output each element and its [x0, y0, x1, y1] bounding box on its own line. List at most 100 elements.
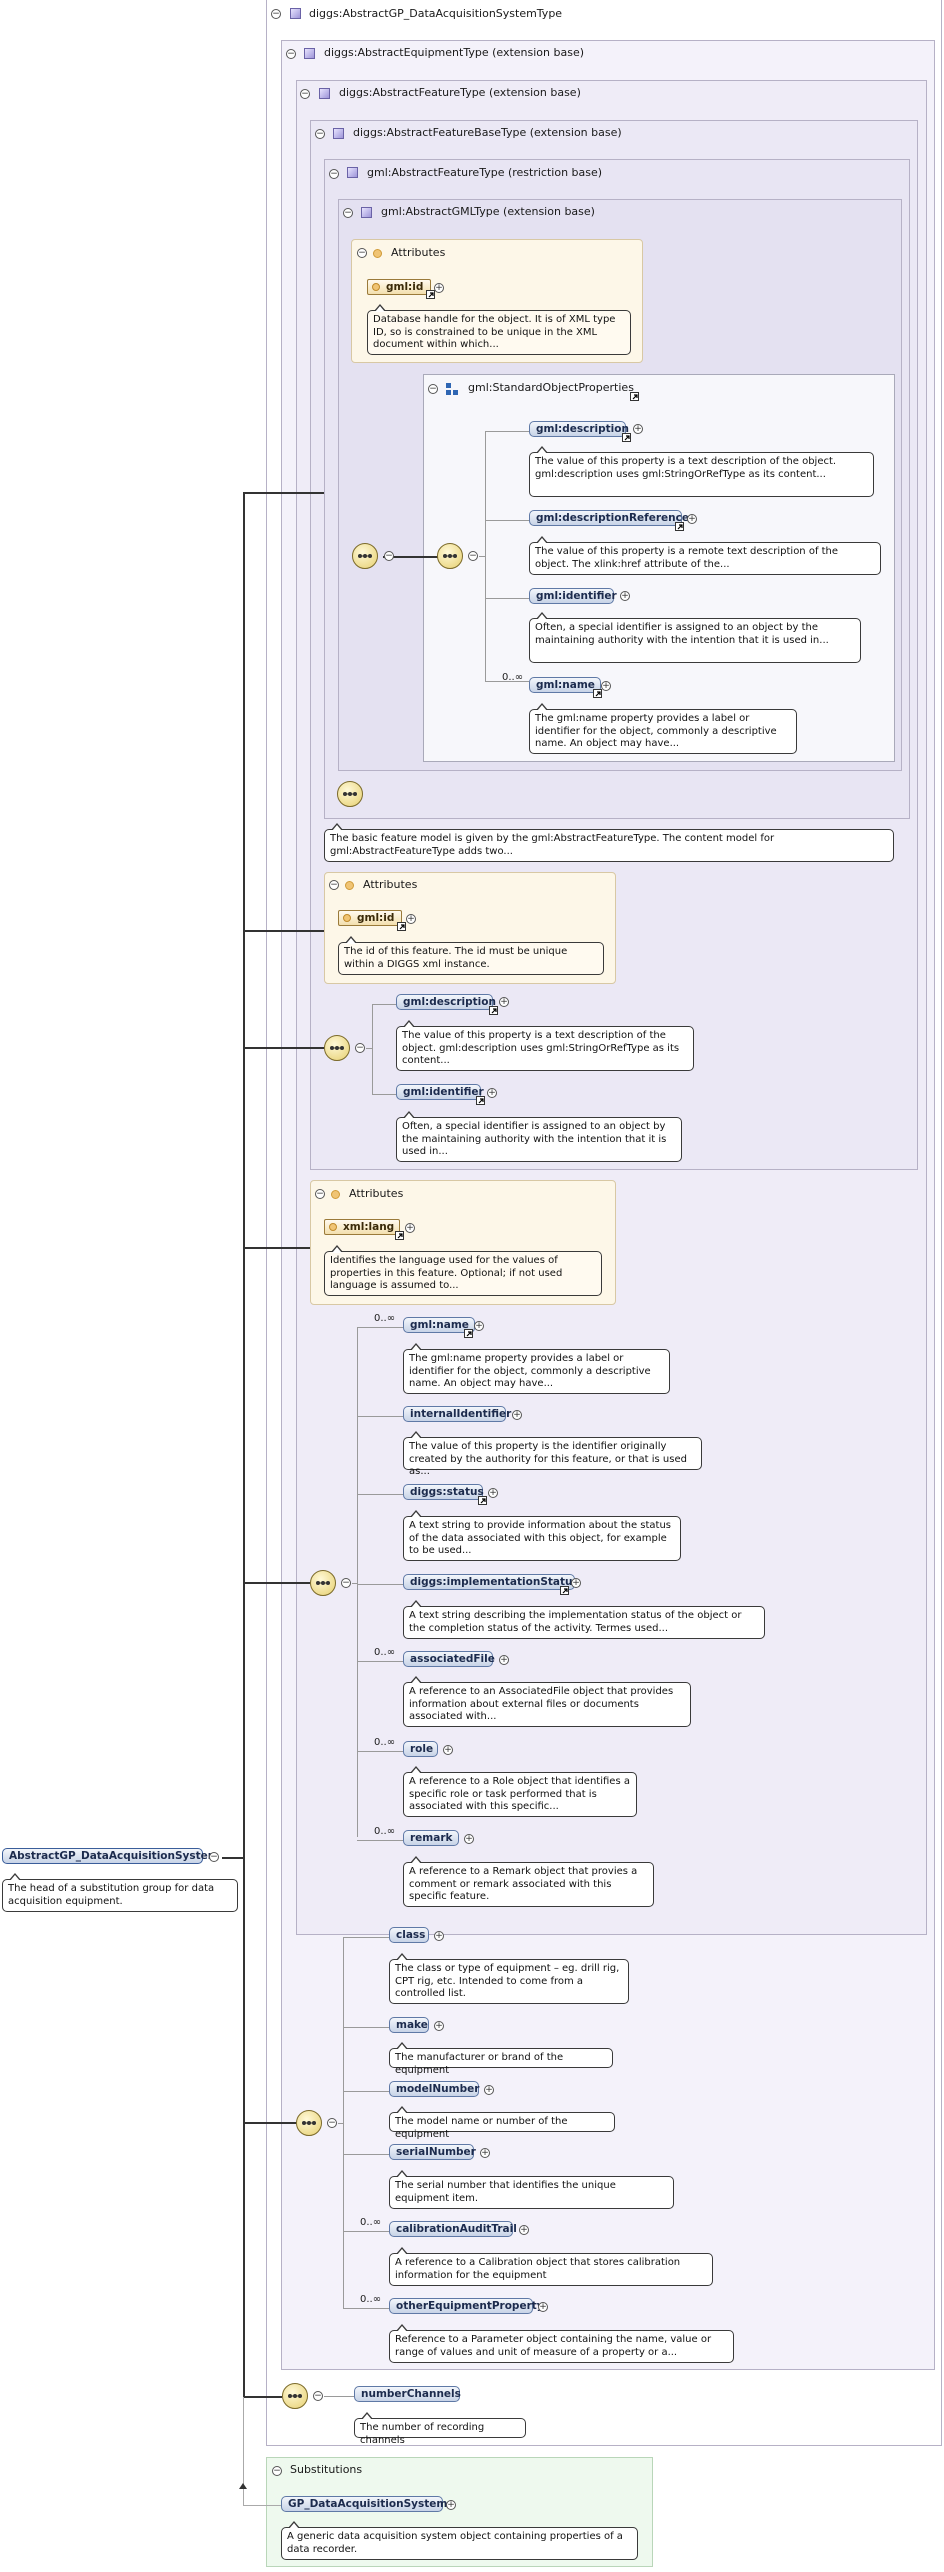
element-documentation: The gml:name property provides a label o…	[529, 703, 797, 754]
element-gml-description[interactable]: gml:description	[529, 421, 629, 437]
link-icon[interactable]	[397, 922, 406, 931]
element-documentation: The manufacturer or brand of the equipme…	[389, 2042, 613, 2076]
expand-icon[interactable]: +	[480, 2148, 490, 2158]
expand-icon[interactable]: +	[633, 424, 643, 434]
link-icon[interactable]	[464, 1329, 473, 1338]
expand-icon[interactable]: +	[434, 283, 444, 293]
element-label: diggs:status	[410, 1486, 484, 1498]
element-calibrationaudittrail[interactable]: calibrationAuditTrail	[389, 2221, 517, 2237]
expand-icon[interactable]: +	[620, 591, 630, 601]
link-icon[interactable]	[478, 1496, 487, 1505]
connector-line	[485, 431, 529, 432]
element-label: role	[410, 1743, 434, 1755]
expand-icon[interactable]: +	[474, 1321, 484, 1331]
element-gml-description[interactable]: gml:description	[396, 994, 496, 1010]
expand-icon[interactable]: +	[687, 514, 697, 524]
element-numberchannels[interactable]: numberChannels	[354, 2386, 461, 2402]
expand-icon[interactable]: +	[434, 2021, 444, 2031]
element-make[interactable]: make	[389, 2017, 429, 2033]
element-serialnumber[interactable]: serialNumber	[389, 2144, 476, 2160]
link-icon[interactable]	[675, 522, 684, 531]
element-internalidentifier[interactable]: internalIdentifier	[403, 1406, 511, 1422]
element-diggs-status[interactable]: diggs:status	[403, 1484, 484, 1500]
link-icon[interactable]	[622, 433, 631, 442]
expand-icon[interactable]: +	[405, 1223, 415, 1233]
element-modelnumber[interactable]: modelNumber	[389, 2081, 479, 2097]
expand-icon[interactable]: +	[487, 1088, 497, 1098]
attribute-gml-id[interactable]: gml:id	[367, 279, 431, 295]
element-label: gml:identifier	[403, 1086, 484, 1098]
expand-icon[interactable]: +	[434, 1931, 444, 1941]
connector-line	[243, 2122, 296, 2124]
link-icon[interactable]	[560, 1586, 569, 1595]
collapse-toggle[interactable]: −	[355, 1043, 365, 1053]
element-role[interactable]: role	[403, 1741, 438, 1757]
connector-line	[485, 598, 529, 599]
expand-icon[interactable]: +	[519, 2225, 529, 2235]
element-class[interactable]: class	[389, 1927, 429, 1943]
collapse-toggle[interactable]: −	[209, 1852, 219, 1862]
collapse-toggle[interactable]: −	[468, 551, 478, 561]
collapse-toggle[interactable]: −	[357, 248, 367, 258]
element-otherequipmentproperty[interactable]: otherEquipmentProperty	[389, 2298, 544, 2314]
element-associatedfile[interactable]: associatedFile	[403, 1651, 495, 1667]
expand-icon[interactable]: +	[512, 1410, 522, 1420]
element-label: gml:name	[536, 679, 595, 691]
element-remark[interactable]: remark	[403, 1830, 459, 1846]
element-documentation: The class or type of equipment – eg. dri…	[389, 1953, 629, 2004]
element-label: internalIdentifier	[410, 1408, 512, 1420]
element-gml-name[interactable]: gml:name	[403, 1317, 475, 1333]
expand-icon[interactable]: +	[446, 2500, 456, 2510]
attribute-icon	[331, 1190, 340, 1199]
root-element[interactable]: AbstractGP_DataAcquisitionSystem	[2, 1848, 219, 1864]
expand-icon[interactable]: +	[488, 1488, 498, 1498]
element-label: gml:identifier	[536, 590, 617, 602]
collapse-toggle[interactable]: −	[329, 880, 339, 890]
element-gp-dataacquisitionsystem[interactable]: GP_DataAcquisitionSystem	[281, 2496, 447, 2512]
collapse-toggle[interactable]: −	[343, 208, 353, 218]
link-icon[interactable]	[476, 1096, 485, 1105]
expand-icon[interactable]: +	[601, 681, 611, 691]
attribute-gml-id[interactable]: gml:id	[338, 910, 402, 926]
multiplicity-label: 0..∞	[502, 672, 524, 683]
connector-line	[243, 2396, 282, 2398]
element-gml-descriptionreference[interactable]: gml:descriptionReference	[529, 510, 689, 526]
element-label: numberChannels	[361, 2388, 461, 2400]
attributes-title: Attributes	[363, 878, 418, 891]
expand-icon[interactable]: +	[443, 1745, 453, 1755]
link-icon[interactable]	[630, 392, 639, 401]
collapse-toggle[interactable]: −	[384, 551, 394, 561]
element-gml-name[interactable]: gml:name	[529, 677, 601, 693]
expand-icon[interactable]: +	[571, 1578, 581, 1588]
expand-icon[interactable]: +	[464, 1834, 474, 1844]
collapse-toggle[interactable]: −	[300, 89, 310, 99]
element-gml-identifier[interactable]: gml:identifier	[529, 588, 617, 604]
link-icon[interactable]	[395, 1231, 404, 1240]
connector-line	[357, 1327, 403, 1328]
collapse-toggle[interactable]: −	[313, 2391, 323, 2401]
link-icon[interactable]	[489, 1006, 498, 1015]
collapse-toggle[interactable]: −	[327, 2118, 337, 2128]
expand-icon[interactable]: +	[484, 2085, 494, 2095]
type-title: diggs:AbstractGP_DataAcquisitionSystemTy…	[309, 7, 563, 20]
connector-line	[243, 492, 324, 494]
collapse-toggle[interactable]: −	[329, 169, 339, 179]
connector-line	[243, 1582, 310, 1584]
expand-icon[interactable]: +	[499, 1655, 509, 1665]
collapse-toggle[interactable]: −	[315, 1189, 325, 1199]
attribute-xml-lang[interactable]: xml:lang	[324, 1219, 400, 1235]
link-icon[interactable]	[426, 290, 435, 299]
expand-icon[interactable]: +	[406, 914, 416, 924]
connector-line	[357, 1494, 403, 1495]
collapse-toggle[interactable]: −	[341, 1578, 351, 1588]
element-diggs-implementationstatus[interactable]: diggs:implementationStatus	[403, 1574, 579, 1590]
collapse-toggle[interactable]: −	[428, 384, 438, 394]
collapse-toggle[interactable]: −	[315, 129, 325, 139]
collapse-toggle[interactable]: −	[271, 9, 281, 19]
collapse-toggle[interactable]: −	[272, 2466, 282, 2476]
element-gml-identifier[interactable]: gml:identifier	[396, 1084, 484, 1100]
expand-icon[interactable]: +	[499, 997, 509, 1007]
collapse-toggle[interactable]: −	[286, 49, 296, 59]
expand-icon[interactable]: +	[538, 2302, 548, 2312]
link-icon[interactable]	[593, 689, 602, 698]
